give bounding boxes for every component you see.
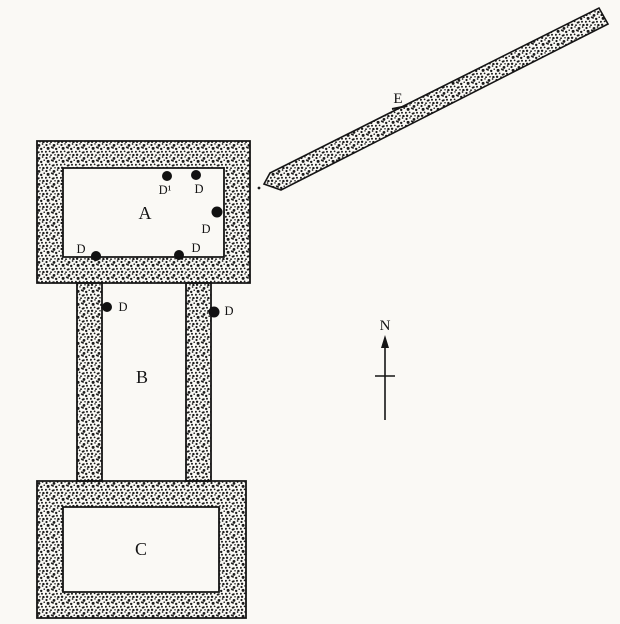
room-c-walls bbox=[36, 480, 247, 619]
passage-b-east-wall bbox=[185, 282, 212, 482]
post-hole-b-west bbox=[102, 302, 112, 312]
room-b-label: B bbox=[136, 367, 148, 387]
room-a-label: A bbox=[139, 203, 152, 223]
north-arrow: N bbox=[375, 318, 395, 420]
post-hole-b-east-label: D bbox=[224, 304, 233, 318]
post-hole-a-top-right-label: D bbox=[194, 182, 203, 196]
post-hole-a-south-east-label: D bbox=[191, 241, 200, 255]
post-hole-a-east bbox=[211, 206, 223, 218]
wall-e bbox=[262, 6, 610, 191]
room-c-label: C bbox=[135, 539, 147, 559]
north-label: N bbox=[380, 318, 391, 334]
post-hole-a-south-east bbox=[174, 250, 184, 260]
post-hole-a-east-label: D bbox=[201, 222, 210, 236]
north-arrow-head bbox=[381, 335, 389, 348]
post-hole-a-top-left-label: D¹ bbox=[159, 183, 172, 197]
wall-e-tip-speck bbox=[257, 186, 261, 190]
room-a-walls bbox=[36, 140, 251, 284]
post-hole-b-east bbox=[208, 306, 220, 318]
post-hole-a-south-west-label: D bbox=[76, 242, 85, 256]
wall-e-label-tick bbox=[391, 105, 408, 110]
post-hole-b-west-label: D bbox=[118, 300, 127, 314]
post-hole-a-top-right bbox=[191, 170, 201, 180]
wall-e-label: E bbox=[393, 91, 402, 107]
post-hole-a-top-left bbox=[162, 171, 172, 181]
passage-b-west-wall bbox=[76, 282, 103, 482]
post-hole-a-south-west bbox=[91, 251, 101, 261]
